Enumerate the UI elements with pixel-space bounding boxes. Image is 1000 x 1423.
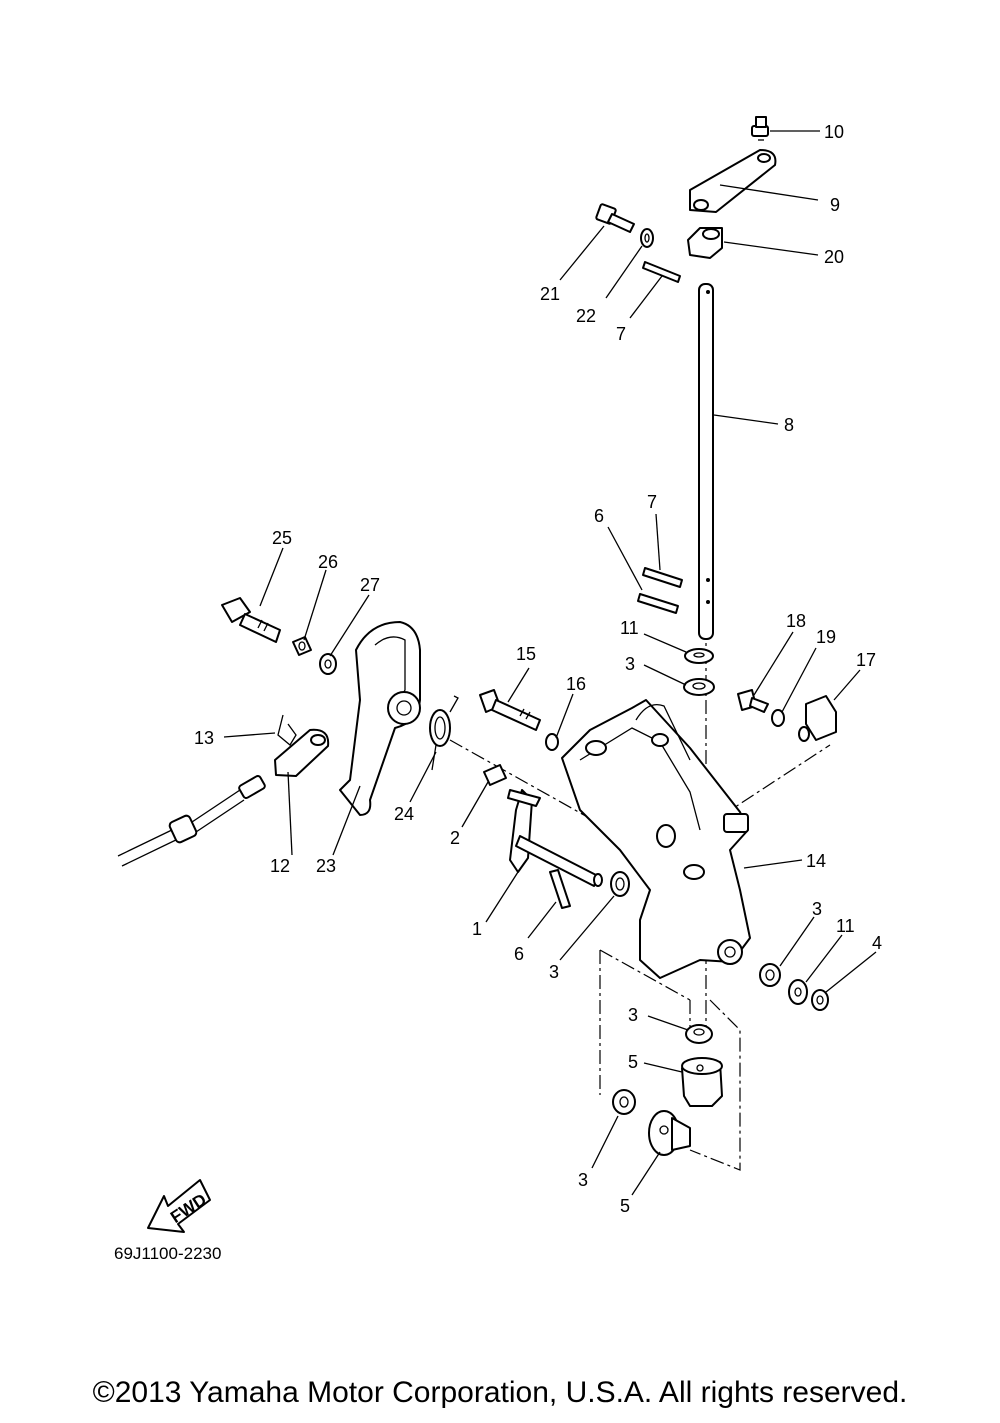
part-27-washer	[319, 653, 337, 675]
callout-17: 17	[856, 650, 876, 670]
callout-10: 10	[824, 122, 844, 142]
callout-22: 22	[576, 306, 596, 326]
callout-11-upper: 11	[620, 618, 639, 638]
callout-9: 9	[830, 195, 840, 215]
callout-12: 12	[270, 856, 290, 876]
callouts: 10 9 20 21 22 7 8 7 6 25 26 27 11 3 18 1…	[194, 122, 882, 1216]
callout-20: 20	[824, 247, 844, 267]
part-10-bolt	[751, 116, 769, 141]
part-11-washer-upper	[684, 648, 714, 664]
part-11-washer-right	[788, 979, 808, 1005]
part-1-shift-lever	[507, 789, 603, 887]
callout-15: 15	[516, 644, 536, 664]
callout-7-mid: 7	[647, 492, 657, 512]
part-26-washer	[292, 636, 312, 656]
part-16-washer	[545, 733, 559, 751]
callout-11-right: 11	[836, 916, 855, 936]
callout-8: 8	[784, 415, 794, 435]
part-5-gear-lower	[648, 1110, 691, 1156]
part-3-bushing-bottom	[612, 1089, 636, 1115]
callout-3-upper: 3	[625, 654, 635, 674]
part-15-bolt	[479, 689, 541, 731]
callout-14: 14	[806, 851, 826, 871]
callout-1: 1	[472, 919, 482, 939]
callout-18: 18	[786, 611, 806, 631]
part-3-bushing-right	[759, 963, 781, 987]
part-8-shift-rod	[698, 283, 714, 640]
part-6-7-pins	[637, 567, 683, 614]
callout-26: 26	[318, 552, 338, 572]
part-23-shift-arm	[339, 621, 421, 816]
callout-5-lower: 5	[620, 1196, 630, 1216]
part-17-clip	[798, 695, 837, 742]
part-21-bolt	[595, 203, 635, 233]
callout-4: 4	[872, 933, 882, 953]
callout-21: 21	[540, 284, 560, 304]
leader-lines	[223, 130, 877, 1196]
part-18-bolt	[737, 689, 769, 713]
callout-19: 19	[816, 627, 836, 647]
fwd-arrow: FWD	[147, 1179, 211, 1233]
callout-16: 16	[566, 674, 586, 694]
callout-24: 24	[394, 804, 414, 824]
callout-3-right: 3	[812, 899, 822, 919]
part-6-pin-lower	[549, 869, 571, 909]
shift-cable	[117, 775, 266, 867]
part-24-spring	[429, 695, 459, 771]
callout-3-mid: 3	[549, 962, 559, 982]
part-7-pin-upper	[642, 261, 681, 283]
callout-5-upper: 5	[628, 1052, 638, 1072]
callout-7-upper: 7	[616, 324, 626, 344]
part-3-bushing-upper	[683, 678, 715, 696]
part-5-gear-upper	[681, 1057, 723, 1107]
callout-25: 25	[272, 528, 292, 548]
part-9-link-arm	[689, 149, 777, 213]
part-12-joint	[274, 728, 330, 777]
callout-2: 2	[450, 828, 460, 848]
part-4-circlip	[811, 989, 829, 1011]
callout-3-bottom: 3	[578, 1170, 588, 1190]
part-20-lever	[687, 227, 723, 259]
callout-6-lower: 6	[514, 944, 524, 964]
part-14-bracket	[561, 699, 751, 979]
callout-27: 27	[360, 575, 380, 595]
part-25-bolt	[221, 597, 281, 643]
diagram-code: 69J1100-2230	[114, 1244, 221, 1263]
part-13-clip	[277, 714, 297, 746]
part-22-washer	[640, 228, 654, 248]
callout-3-lower: 3	[628, 1005, 638, 1025]
part-2-pin	[483, 764, 507, 786]
part-3-bushing-mid	[610, 871, 630, 897]
callout-13: 13	[194, 728, 214, 748]
part-19-washer	[771, 709, 785, 727]
part-3-bushing-lower	[685, 1024, 713, 1044]
copyright-notice: ©2013 Yamaha Motor Corporation, U.S.A. A…	[92, 1376, 908, 1409]
callout-23: 23	[316, 856, 336, 876]
callout-6-mid: 6	[594, 506, 604, 526]
